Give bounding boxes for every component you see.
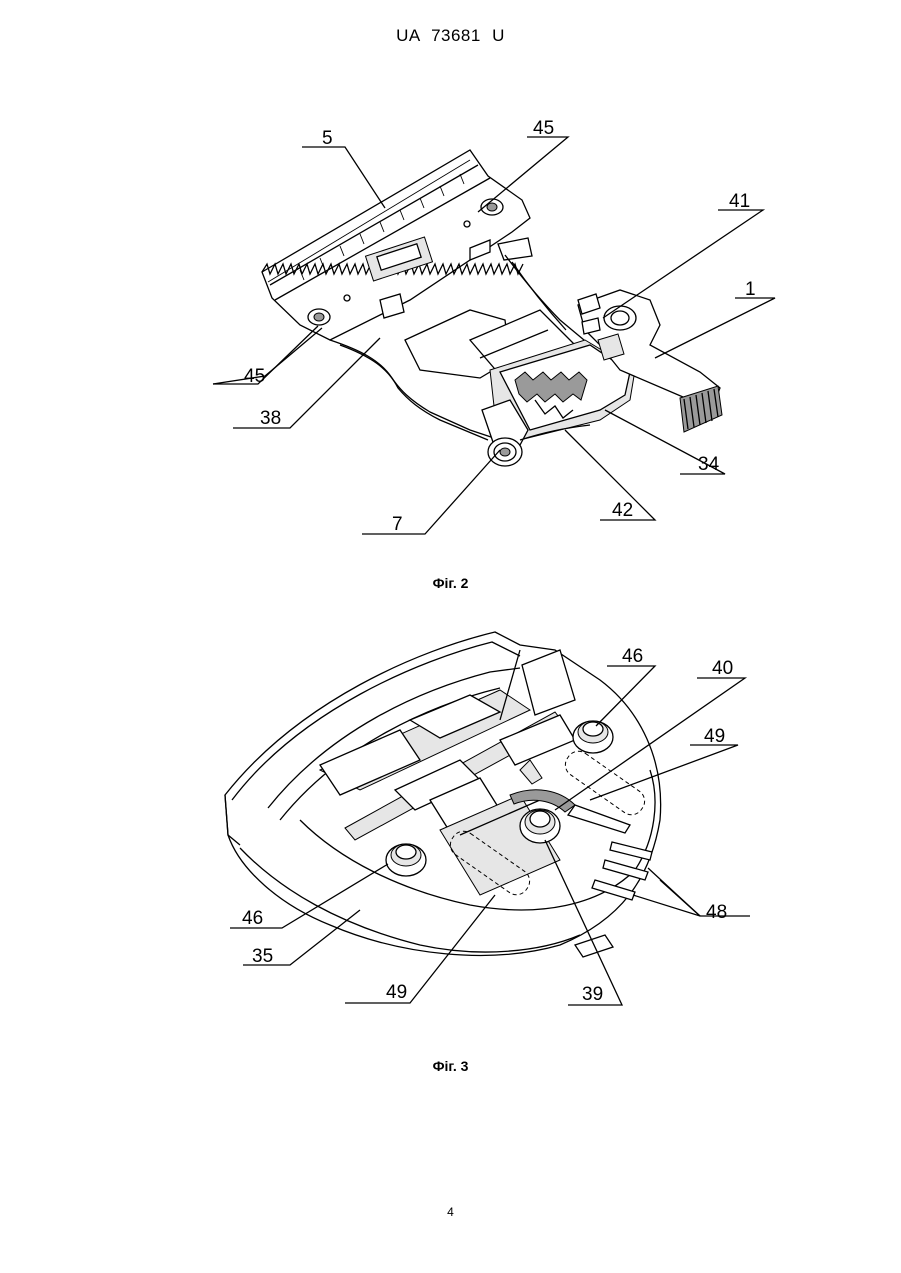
label-45-top: 45 bbox=[533, 118, 554, 139]
patent-header: UA 73681 U bbox=[0, 26, 901, 46]
figure-3-caption: Фіг. 3 bbox=[0, 1058, 901, 1074]
figure-3-drawing: 46 40 49 48 46 35 49 39 bbox=[0, 610, 901, 1030]
boss-46-right bbox=[573, 721, 613, 753]
boss-39 bbox=[520, 809, 560, 843]
label-49-bottom: 49 bbox=[386, 982, 407, 1003]
label-1: 1 bbox=[745, 279, 756, 300]
label-41: 41 bbox=[729, 191, 750, 212]
label-38: 38 bbox=[260, 408, 281, 429]
figure-2-drawing: 5 45 41 1 45 38 34 7 42 bbox=[0, 100, 901, 560]
label-48: 48 bbox=[706, 902, 727, 923]
page-number: 4 bbox=[0, 1205, 901, 1219]
header-kind: U bbox=[492, 26, 505, 45]
label-45-left: 45 bbox=[244, 366, 265, 387]
blade-assembly bbox=[262, 150, 532, 340]
header-number: 73681 bbox=[431, 26, 481, 45]
label-40: 40 bbox=[712, 658, 733, 679]
label-7: 7 bbox=[392, 514, 403, 535]
rivet-left bbox=[308, 309, 330, 325]
label-39: 39 bbox=[582, 984, 603, 1005]
boss-46-left bbox=[386, 844, 426, 876]
label-5: 5 bbox=[322, 128, 333, 149]
label-35: 35 bbox=[252, 946, 273, 967]
label-49-right: 49 bbox=[704, 726, 725, 747]
figure-2-caption: Фіг. 2 bbox=[0, 575, 901, 591]
label-42: 42 bbox=[612, 500, 633, 521]
label-46-left: 46 bbox=[242, 908, 263, 929]
label-46-top: 46 bbox=[622, 646, 643, 667]
label-34: 34 bbox=[698, 454, 720, 475]
header-country: UA bbox=[396, 26, 420, 45]
